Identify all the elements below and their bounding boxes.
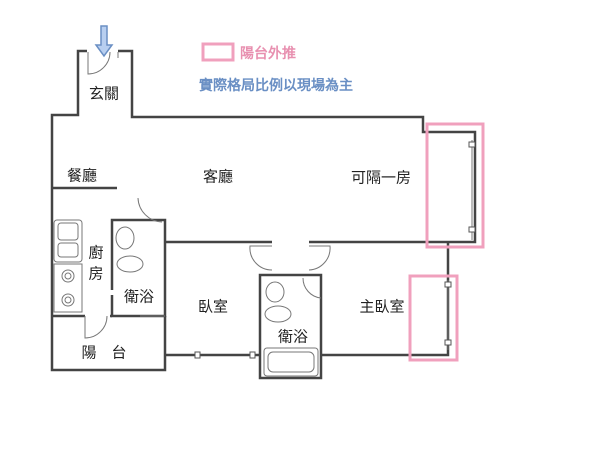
room-label-living: 客廳 <box>202 167 234 186</box>
room-label-bath: 衛浴 <box>123 287 155 306</box>
windows <box>140 140 476 359</box>
room-label-bedroom: 臥室 <box>197 297 229 316</box>
room-label-master-bedroom: 主臥室 <box>359 297 405 316</box>
room-label-kitchen: 廚 <box>88 243 104 262</box>
legend-balcony-extension: 陽台外推 <box>240 46 296 62</box>
room-label-kitchen: 房 <box>88 264 104 283</box>
room-label-bath: 衛浴 <box>277 327 309 346</box>
balcony-extension-highlight <box>425 122 485 249</box>
legend-note: 實際格局比例以現場為主 <box>199 78 353 94</box>
entry-arrow-icon <box>94 25 114 58</box>
legend-pink-box <box>201 42 235 62</box>
fixtures <box>53 219 319 377</box>
balcony-extension-highlight <box>408 274 459 362</box>
room-label-dining: 餐廳 <box>66 166 98 185</box>
room-label-entrance: 玄關 <box>88 84 120 103</box>
walls <box>50 49 477 380</box>
room-label-convertible-room: 可隔一房 <box>350 168 412 187</box>
doors <box>84 51 331 339</box>
room-label-balcony: 陽 台 <box>81 343 127 362</box>
